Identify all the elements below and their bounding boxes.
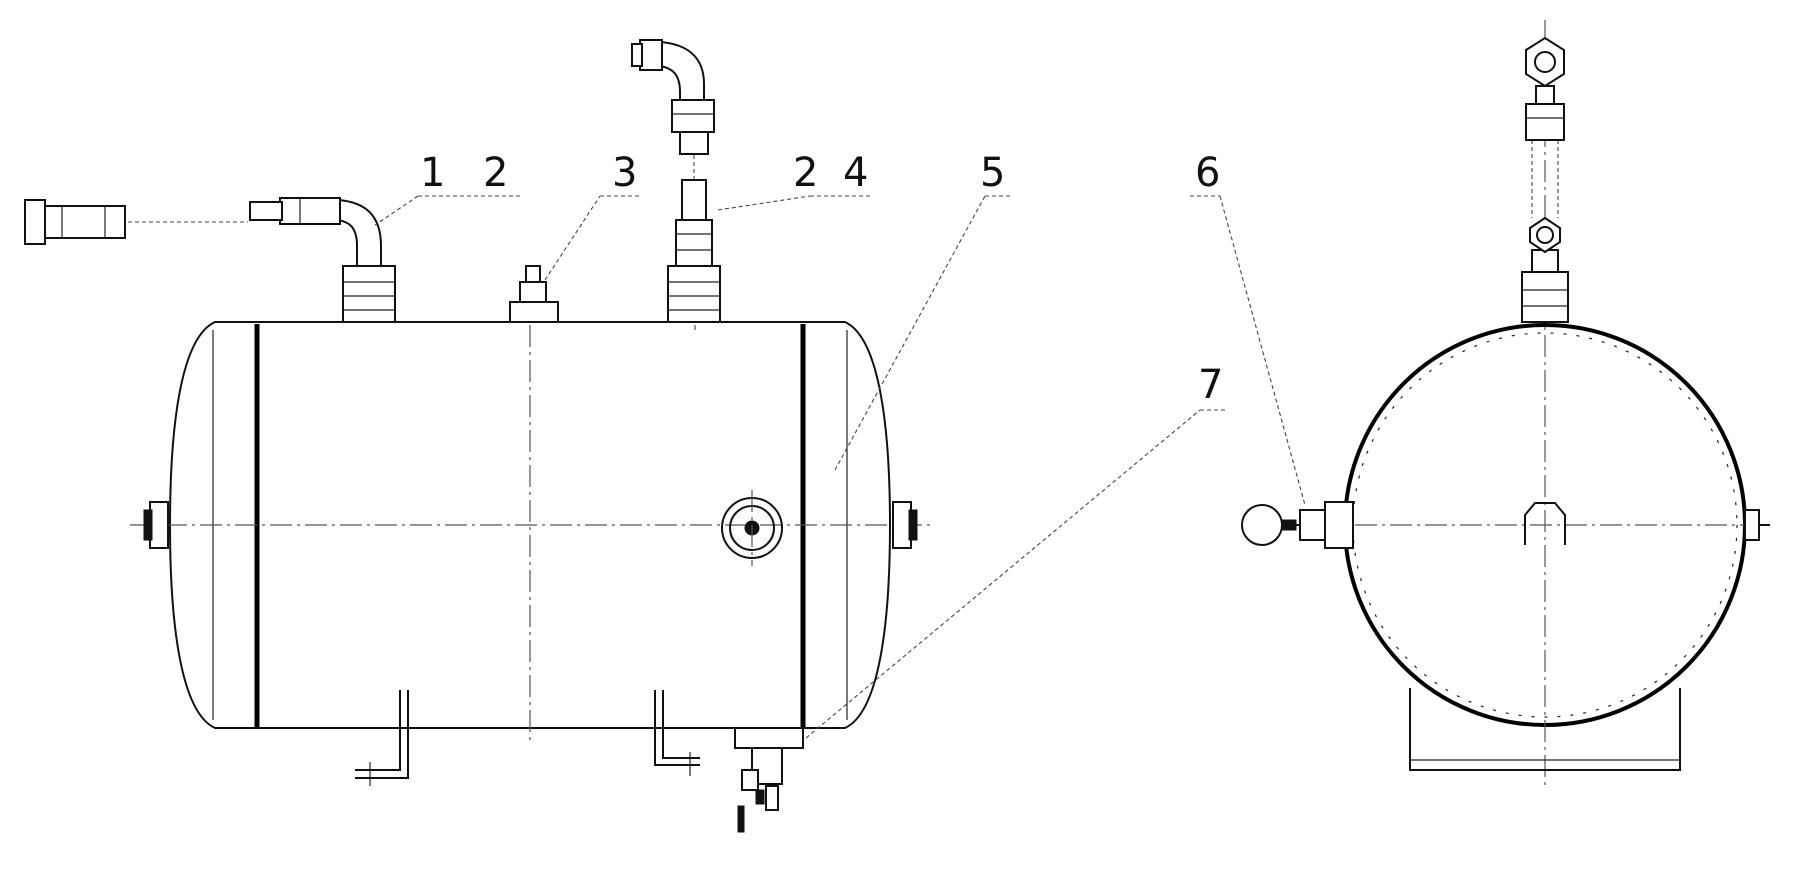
callout-4: 4 bbox=[843, 150, 868, 196]
mount-bracket-left bbox=[355, 690, 409, 786]
valve-stub bbox=[509, 265, 559, 323]
callout-3: 3 bbox=[612, 150, 637, 196]
tank-body bbox=[168, 321, 892, 729]
end-view-base bbox=[1409, 688, 1681, 771]
mount-bracket-right bbox=[654, 690, 700, 776]
callout-6: 6 bbox=[1195, 150, 1220, 196]
end-view bbox=[1241, 20, 1770, 790]
end-right-plug bbox=[1744, 509, 1770, 541]
end-top-fitting bbox=[1521, 36, 1569, 323]
detached-coupling bbox=[24, 199, 248, 245]
callout-2a: 2 bbox=[483, 150, 508, 196]
right-end-plug bbox=[892, 501, 918, 549]
callout-7: 7 bbox=[1198, 362, 1223, 408]
leaders bbox=[374, 195, 1306, 739]
callout-2b: 2 bbox=[793, 150, 818, 196]
left-end-plug bbox=[143, 501, 169, 549]
inlet-fitting-left bbox=[249, 197, 396, 323]
callout-5: 5 bbox=[980, 150, 1005, 196]
side-view bbox=[24, 39, 930, 833]
end-side-gauge bbox=[1241, 501, 1354, 549]
callout-1: 1 bbox=[420, 150, 445, 196]
end-center-fitting bbox=[1524, 502, 1566, 545]
drain-valve bbox=[734, 727, 804, 833]
outlet-fitting bbox=[631, 39, 721, 323]
gauge-port bbox=[721, 490, 783, 566]
